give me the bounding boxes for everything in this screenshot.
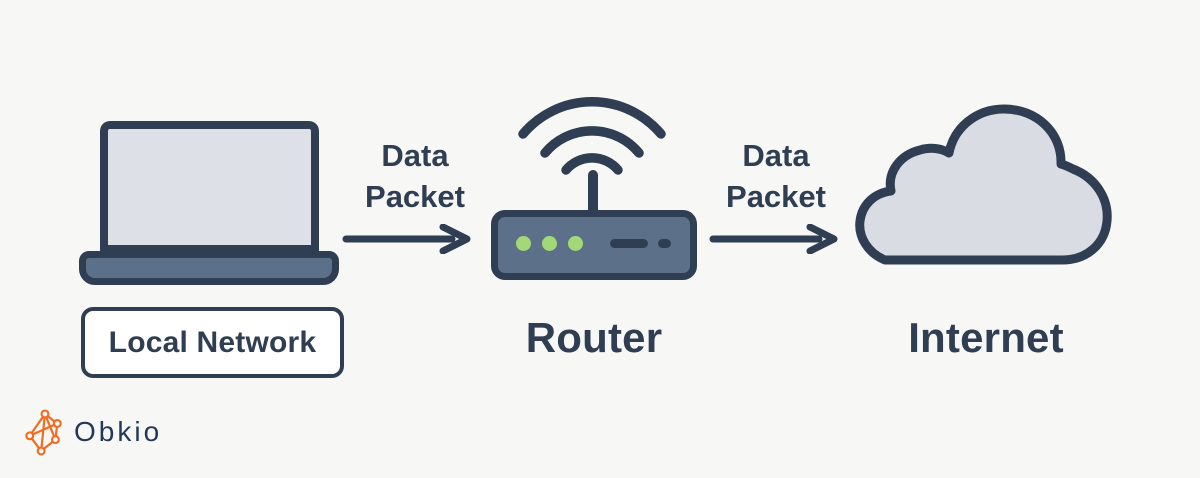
- local-network-label: Local Network: [108, 325, 317, 359]
- internet-label: Internet: [908, 314, 1064, 361]
- router-port-dash-short: [658, 239, 671, 248]
- local-network-label-box: Local Network: [81, 307, 344, 378]
- data-packet-label-2-line-1: Data: [742, 138, 810, 173]
- router-led-2: [542, 236, 557, 251]
- arrow-right-icon: [709, 224, 838, 254]
- laptop-base: [79, 251, 339, 285]
- data-packet-label-2: Data Packet: [696, 135, 856, 217]
- data-packet-label-1: Data Packet: [335, 135, 495, 217]
- arrow-right-icon: [342, 224, 471, 254]
- router-antenna: [588, 170, 598, 216]
- router-led-1: [516, 236, 531, 251]
- obkio-network-logo-icon: [25, 409, 62, 456]
- brand-name: Obkio: [74, 416, 163, 447]
- router-label: Router: [525, 314, 663, 361]
- laptop-screen: [100, 121, 319, 253]
- data-packet-label-2-line-2: Packet: [726, 179, 826, 214]
- wifi-signal-icon: [518, 97, 666, 175]
- data-packet-label-1-line-1: Data: [381, 138, 449, 173]
- router-led-3: [568, 236, 583, 251]
- cloud-icon: [855, 104, 1112, 265]
- router-port-dash-long: [610, 239, 648, 248]
- obkio-brand: Obkio: [25, 408, 162, 456]
- data-packet-label-1-line-2: Packet: [365, 179, 465, 214]
- router-body: [491, 210, 697, 280]
